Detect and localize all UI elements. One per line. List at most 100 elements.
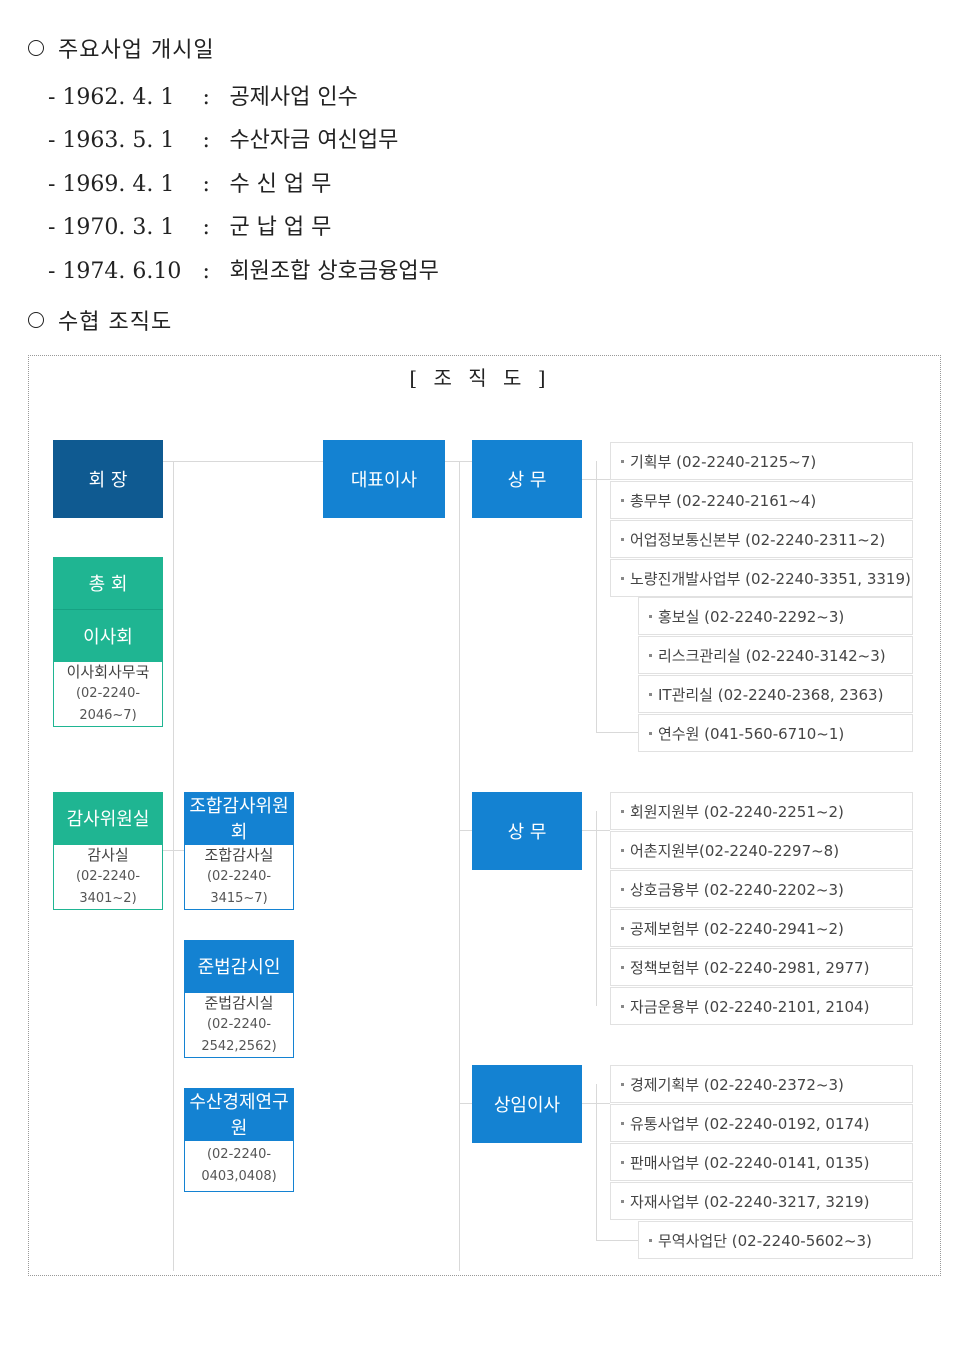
research-institute-box: 수산경제연구원	[184, 1088, 294, 1140]
bullet-dot-icon	[649, 692, 652, 696]
audit-office-name: 감사실	[87, 846, 129, 864]
dept-label: 총무부 (02-2240-2161~4)	[630, 491, 817, 510]
dept-item: 회원지원부 (02-2240-2251~2)	[610, 792, 913, 830]
bullet-dot-icon	[621, 926, 624, 930]
list-item: - 1963. 5. 1: 수산자금 여신업무	[48, 128, 399, 153]
dept-label: 노량진개발사업부 (02-2240-3351, 3319)	[630, 569, 911, 588]
dept-item: 총무부 (02-2240-2161~4)	[610, 481, 913, 519]
dept-item: 노량진개발사업부 (02-2240-3351, 3319)	[610, 559, 913, 597]
bullet-dot-icon	[621, 887, 624, 891]
bullet-dot-icon	[621, 1199, 624, 1203]
dept-label: 기획부 (02-2240-2125~7)	[630, 452, 817, 471]
dept-item: 상호금융부 (02-2240-2202~3)	[610, 870, 913, 908]
compliance-office-tel: (02-2240-2542,2562)	[201, 1017, 277, 1054]
assembly-box: 총 회	[53, 557, 163, 609]
dept-item: 어촌지원부(02-2240-2297~8)	[610, 831, 913, 869]
audit-office-tel: (02-2240-3401~2)	[75, 869, 141, 906]
union-audit-office-box: 조합감사실 (02-2240-3415~7)	[184, 844, 294, 910]
dept-label: 상호금융부 (02-2240-2202~3)	[630, 880, 844, 899]
connector-line	[173, 461, 174, 1271]
union-audit-office-name: 조합감사실	[204, 846, 274, 864]
item-date: 1969. 4. 1	[62, 172, 175, 197]
bullet-dot-icon	[621, 1160, 624, 1164]
dept-item: 정책보험부 (02-2240-2981, 2977)	[610, 948, 913, 986]
org-chart-frame	[28, 355, 941, 1276]
bullet-dot-icon	[621, 1121, 624, 1125]
compliance-office-box: 준법감시실 (02-2240-2542,2562)	[184, 992, 294, 1058]
dept-label: 자금운용부 (02-2240-2101, 2104)	[630, 997, 870, 1016]
connector-line	[163, 461, 473, 462]
item-date: 1974. 6.10	[62, 259, 182, 284]
dept-label: 무역사업단 (02-2240-5602~3)	[658, 1231, 872, 1250]
board-secretariat-box: 이사회사무국 (02-2240-2046~7)	[53, 661, 163, 727]
connector-line	[459, 461, 460, 1271]
bullet-dot-icon	[621, 537, 624, 541]
bullet-dot-icon	[649, 653, 652, 657]
dept-item: 자재사업부 (02-2240-3217, 3219)	[610, 1182, 913, 1220]
item-date: 1962. 4. 1	[62, 85, 175, 110]
item-date: 1963. 5. 1	[62, 128, 175, 153]
board-secretariat-tel: (02-2240-2046~7)	[75, 686, 141, 723]
connector-line	[596, 811, 597, 1006]
list-item: - 1969. 4. 1: 수 신 업 무	[48, 172, 332, 197]
dept-item: 자금운용부 (02-2240-2101, 2104)	[610, 987, 913, 1025]
dept-label: 어촌지원부(02-2240-2297~8)	[630, 841, 840, 860]
list-item: - 1974. 6.10: 회원조합 상호금융업무	[48, 259, 439, 284]
section-title: 수협 조직도	[58, 310, 173, 335]
dept-item: 경제기획부 (02-2240-2372~3)	[610, 1065, 913, 1103]
dept-label: 경제기획부 (02-2240-2372~3)	[630, 1075, 844, 1094]
research-institute-tel: (02-2240-0403,0408)	[201, 1147, 277, 1184]
dept-item: 공제보험부 (02-2240-2941~2)	[610, 909, 913, 947]
board-secretariat-name: 이사회사무국	[66, 663, 150, 681]
bullet-dot-icon	[649, 1238, 652, 1242]
bullet-dot-icon	[621, 1082, 624, 1086]
org-chart-title: [ 조 직 도 ]	[409, 366, 551, 390]
union-audit-office-tel: (02-2240-3415~7)	[206, 869, 272, 906]
bullet-dot-icon	[621, 576, 624, 580]
connector-line	[459, 830, 473, 831]
dept-label: 어업정보통신본부 (02-2240-2311~2)	[630, 530, 886, 549]
bullet-dot-icon	[621, 459, 624, 463]
circle-bullet-icon	[28, 40, 44, 56]
dept-item: 유통사업부 (02-2240-0192, 0174)	[610, 1104, 913, 1142]
dept-item: 리스크관리실 (02-2240-3142~3)	[638, 636, 913, 674]
item-desc: 군 납 업 무	[229, 215, 332, 240]
dept-label: 공제보험부 (02-2240-2941~2)	[630, 919, 844, 938]
connector-line	[596, 1240, 638, 1241]
list-item: - 1962. 4. 1: 공제사업 인수	[48, 85, 358, 110]
dept-label: IT관리실 (02-2240-2368, 2363)	[658, 685, 884, 704]
section-heading-business-start: 주요사업 개시일	[28, 32, 215, 64]
ceo-box: 대표이사	[323, 440, 445, 518]
item-desc: 회원조합 상호금융업무	[229, 259, 439, 284]
dept-label: 정책보험부 (02-2240-2981, 2977)	[630, 958, 870, 977]
union-audit-committee-box: 조합감사위원회	[184, 792, 294, 844]
dept-label: 유통사업부 (02-2240-0192, 0174)	[630, 1114, 870, 1133]
circle-bullet-icon	[28, 312, 44, 328]
board-box: 이사회	[53, 609, 163, 661]
bullet-dot-icon	[621, 965, 624, 969]
dept-label: 자재사업부 (02-2240-3217, 3219)	[630, 1192, 870, 1211]
connector-line	[459, 1103, 473, 1104]
item-desc: 수 신 업 무	[229, 172, 332, 197]
managing-director-box-1: 상 무	[472, 440, 582, 518]
item-desc: 수산자금 여신업무	[229, 128, 399, 153]
section-title: 주요사업 개시일	[58, 38, 215, 63]
dept-label: 판매사업부 (02-2240-0141, 0135)	[630, 1153, 870, 1172]
connector-line	[596, 461, 597, 733]
compliance-office-name: 준법감시실	[204, 994, 274, 1012]
dept-label: 연수원 (041-560-6710~1)	[658, 724, 845, 743]
item-date: 1970. 3. 1	[62, 215, 175, 240]
compliance-officer-box: 준법감시인	[184, 940, 294, 992]
standing-director-box: 상임이사	[472, 1065, 582, 1143]
dept-item: 홍보실 (02-2240-2292~3)	[638, 597, 913, 635]
bullet-dot-icon	[649, 731, 652, 735]
audit-committee-box: 감사위원실	[53, 792, 163, 844]
dept-item: 기획부 (02-2240-2125~7)	[610, 442, 913, 480]
connector-line	[163, 850, 184, 851]
audit-office-box: 감사실 (02-2240-3401~2)	[53, 844, 163, 910]
dept-label: 회원지원부 (02-2240-2251~2)	[630, 802, 844, 821]
research-institute-tel-box: (02-2240-0403,0408)	[184, 1140, 294, 1192]
bullet-dot-icon	[649, 614, 652, 618]
list-item: - 1970. 3. 1: 군 납 업 무	[48, 215, 332, 240]
connector-line	[596, 1084, 597, 1240]
